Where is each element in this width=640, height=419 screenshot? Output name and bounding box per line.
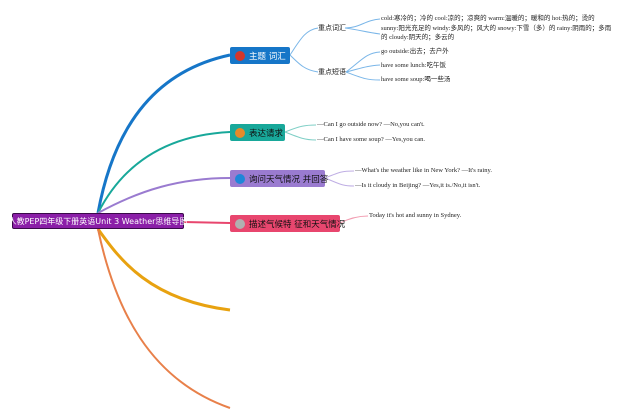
topic-dot-icon <box>235 173 245 184</box>
topic-dot-icon <box>235 127 245 138</box>
branch-connector-climate <box>183 221 231 224</box>
sub-label: 重点短语 <box>318 68 346 76</box>
branch-label: 主题 词汇 <box>249 51 286 62</box>
branch-node-vocabulary[interactable]: 主题 词汇 <box>230 47 290 64</box>
sub-label: 重点词汇 <box>318 24 346 32</box>
leaf-line: 的 cloudy:阴天的；多云的 <box>381 34 455 41</box>
leaf-line: sunny:阳光充足的 windy:多风的；风大的 snowy:下雪（多）的 r… <box>381 24 612 32</box>
leaf-phrase: go outside:出去；去户外 <box>381 48 449 55</box>
root-label: 人教PEP四年级下册英语Unit 3 Weather思维导图 <box>8 216 188 226</box>
branch-connector-extra-1 <box>96 228 231 312</box>
leaf-weather: —What's the weather like in New York? —I… <box>355 167 492 174</box>
branch-label: 表达请求 <box>249 128 284 139</box>
topic-dot-icon <box>235 50 245 61</box>
branch-connector-extra-2 <box>97 228 231 409</box>
leaf-request: —Can I go outside now? —No,you can't. <box>317 121 425 128</box>
branch-label: 描述气候特 征和天气情况 <box>249 219 346 230</box>
leaf-line: cold:寒冷的；冷的 cool:凉的；凉爽的 warm:温暖的；暖和的 hot… <box>381 15 595 22</box>
leaf-weather: —Is it cloudy in Beijing? —Yes,it is./No… <box>355 182 481 189</box>
requests-leaf-connectors <box>284 124 317 141</box>
branch-node-weather-question[interactable]: 询问天气情况 并回答 <box>230 170 329 187</box>
root-node[interactable]: 人教PEP四年级下册英语Unit 3 Weather思维导图 <box>9 213 187 229</box>
leaf-key-words: cold:寒冷的；冷的 cool:凉的；凉爽的 warm:温暖的；暖和的 hot… <box>381 14 611 43</box>
branch-node-climate[interactable]: 描述气候特 征和天气情况 <box>230 215 345 232</box>
branch-node-requests[interactable]: 表达请求 <box>230 124 285 141</box>
branch-connector-weather-question <box>97 177 231 214</box>
topic-dot-icon <box>235 218 245 229</box>
sub-node-key-words[interactable]: 重点词汇 <box>318 23 346 33</box>
branch-label: 询问天气情况 并回答 <box>249 174 329 185</box>
branch-connector-requests <box>97 131 231 214</box>
leaf-phrase: have some lunch:吃午饭 <box>381 62 446 69</box>
weather-question-leaf-connectors <box>324 170 355 187</box>
vocabulary-sub-connectors <box>289 18 381 81</box>
leaf-climate: Today it's hot and sunny in Sydney. <box>369 212 462 219</box>
branch-connector-vocabulary <box>96 53 231 214</box>
climate-leaf-connector <box>339 215 369 224</box>
sub-node-key-phrases[interactable]: 重点短语 <box>318 67 346 77</box>
leaf-phrase: have some soup:喝一些汤 <box>381 76 451 83</box>
leaf-request: —Can I have some soup? —Yes,you can. <box>317 136 426 143</box>
